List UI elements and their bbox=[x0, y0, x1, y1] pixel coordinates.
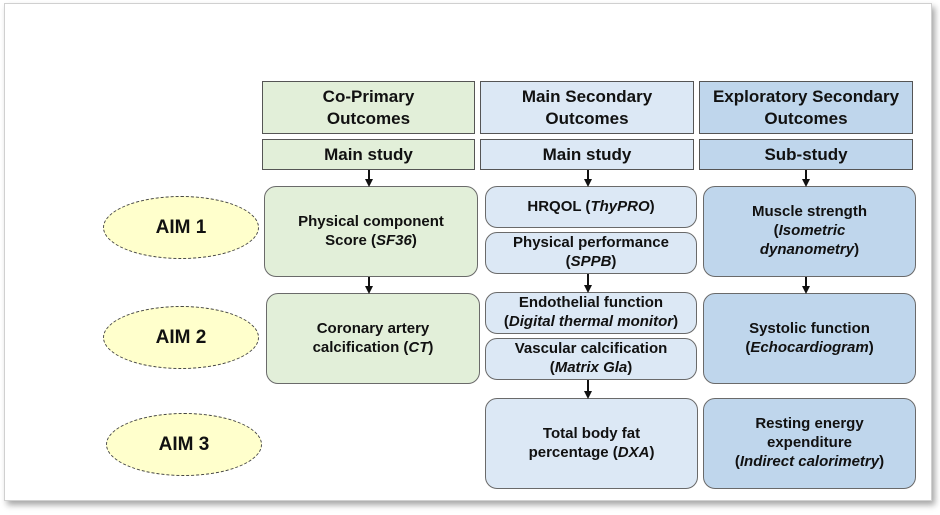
coronary-line2-post: ) bbox=[428, 338, 434, 356]
aim-1-ellipse: AIM 1 bbox=[103, 196, 259, 259]
resting-line2: expenditure bbox=[766, 434, 853, 452]
systolic-method: Echocardiogram bbox=[750, 338, 869, 356]
resting-line1: Resting energy bbox=[755, 415, 864, 433]
resting-method: Indirect calorimetry bbox=[739, 452, 880, 470]
study-label-col3: Sub-study bbox=[699, 139, 913, 170]
header-exploratory-label: Exploratory Secondary Outcomes bbox=[712, 87, 900, 128]
muscle-line3-post: ) bbox=[854, 240, 860, 258]
study-label-col3-text: Sub-study bbox=[764, 144, 848, 164]
vascular-line2-pre: ( bbox=[549, 359, 555, 376]
header-exploratory: Exploratory Secondary Outcomes bbox=[699, 81, 913, 134]
cell-physical-performance: Physical performance (SPPB) bbox=[485, 232, 697, 274]
header-main-secondary: Main Secondary Outcomes bbox=[480, 81, 694, 134]
systolic-line2-pre: ( bbox=[745, 338, 751, 356]
endothelial-line2-post: ) bbox=[673, 313, 679, 330]
header-co-primary: Co-Primary Outcomes bbox=[262, 81, 475, 134]
vascular-method: Matrix Gla bbox=[554, 359, 628, 376]
body-fat-line1: Total body fat bbox=[542, 424, 641, 442]
physical-component-line1: Physical component bbox=[298, 212, 444, 230]
aim-2-ellipse: AIM 2 bbox=[103, 306, 259, 369]
systolic-line1: Systolic function bbox=[749, 319, 870, 337]
cell-muscle-strength: Muscle strength (Isometric dynanometry) bbox=[703, 186, 916, 277]
study-label-col1-text: Main study bbox=[324, 144, 413, 164]
physical-component-method: SF36 bbox=[376, 231, 412, 249]
systolic-line2-post: ) bbox=[868, 338, 874, 356]
header-main-secondary-label: Main Secondary Outcomes bbox=[521, 87, 653, 128]
vascular-line2-post: ) bbox=[627, 359, 633, 376]
coronary-line2-pre: calcification ( bbox=[312, 338, 409, 356]
aim-3-ellipse: AIM 3 bbox=[106, 413, 262, 476]
hrqol-method: ThyPRO bbox=[590, 197, 650, 215]
body-fat-method: DXA bbox=[617, 443, 650, 461]
study-label-col2-text: Main study bbox=[542, 144, 632, 164]
cell-resting-energy: Resting energy expenditure (Indirect cal… bbox=[703, 398, 916, 489]
cell-body-fat: Total body fat percentage (DXA) bbox=[485, 398, 698, 489]
muscle-line1: Muscle strength bbox=[751, 203, 868, 221]
resting-line3-post: ) bbox=[879, 452, 885, 470]
study-label-col2: Main study bbox=[480, 139, 694, 170]
cell-endothelial: Endothelial function (Digital thermal mo… bbox=[485, 292, 697, 334]
coronary-method: CT bbox=[408, 338, 429, 356]
cell-vascular: Vascular calcification (Matrix Gla) bbox=[485, 338, 697, 380]
physical-performance-line1: Physical performance bbox=[513, 234, 669, 252]
cell-hrqol: HRQOL (ThyPRO) bbox=[485, 186, 697, 228]
endothelial-line2-pre: ( bbox=[503, 313, 509, 330]
coronary-line1: Coronary artery bbox=[316, 319, 430, 337]
physical-performance-line2-post: ) bbox=[611, 253, 617, 270]
physical-component-line2-pre: Score ( bbox=[325, 231, 376, 249]
aim-2-label: AIM 2 bbox=[155, 326, 207, 348]
physical-component-line2-post: ) bbox=[411, 231, 417, 249]
aim-1-label: AIM 1 bbox=[155, 216, 207, 238]
body-fat-line2-pre: percentage ( bbox=[528, 443, 618, 461]
hrqol-pre: HRQOL ( bbox=[527, 197, 591, 215]
muscle-method-line1: Isometric bbox=[778, 222, 846, 240]
aim-3-label: AIM 3 bbox=[158, 433, 210, 455]
physical-performance-method: SPPB bbox=[570, 253, 612, 270]
body-fat-line2-post: ) bbox=[649, 443, 655, 461]
endothelial-line1: Endothelial function bbox=[518, 294, 664, 312]
cell-physical-component: Physical component Score (SF36) bbox=[264, 186, 478, 277]
physical-performance-line2-pre: ( bbox=[565, 253, 571, 270]
cell-coronary-artery: Coronary artery calcification (CT) bbox=[266, 293, 480, 384]
study-label-col1: Main study bbox=[262, 139, 475, 170]
header-co-primary-label: Co-Primary Outcomes bbox=[322, 87, 415, 128]
muscle-line2-pre: ( bbox=[773, 222, 779, 240]
endothelial-method: Digital thermal monitor bbox=[508, 313, 674, 330]
muscle-method-line2: dynanometry bbox=[759, 240, 855, 258]
vascular-line1: Vascular calcification bbox=[514, 340, 668, 358]
hrqol-post: ) bbox=[649, 197, 655, 215]
resting-line3-pre: ( bbox=[734, 452, 740, 470]
